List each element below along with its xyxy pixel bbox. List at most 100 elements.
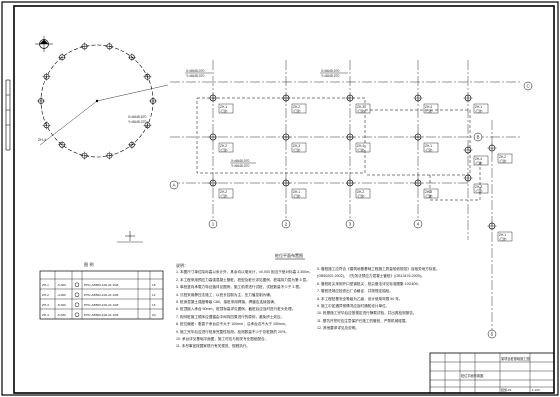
pile-group-tag: ZH-2 [357, 190, 364, 194]
pile-group-tag: ZH-1 [425, 144, 432, 148]
axis-label-a: A [173, 183, 176, 188]
title-block-project: 某项目桩基础施工图 [501, 356, 530, 361]
legend-pile-icon [74, 282, 80, 288]
title-block-drawing: 桩位平面布置图 [461, 373, 483, 378]
coord-label-2: Y=6645.070 [186, 74, 204, 78]
legend-cell: PHC-AB500-100-24 10/8 [84, 313, 119, 317]
note-left-line: 1. 本图尺寸单位除标高以米计外，其余均以毫米计，±0.000 相当于绝对标高 … [176, 270, 313, 275]
note-left-line: 6. 桩顶嵌入承台 50mm，桩顶标高详见图例，截桩后应及时进行桩头处理。 [176, 307, 296, 312]
north-arrow-icon [35, 36, 53, 52]
legend-cell: -4.000 [57, 293, 66, 297]
pile-cap-note: (已建) [500, 237, 507, 241]
axis-label-4: 4 [417, 222, 420, 227]
tank-pile-icon [58, 140, 67, 149]
pile-group-tag: ZH-4 [357, 144, 364, 148]
note-right-line: 5. 管桩施工应符合《建筑地基基础工程施工质量验收规范》及相关地方标准。 [317, 267, 440, 271]
coord-label-1: X=6645.070 [186, 69, 204, 73]
pile-group-icon: ZH-3(已建) [345, 93, 371, 114]
pile-cap-note: (已建) [294, 109, 301, 113]
plan-title: 桩位平面布置图 [275, 252, 303, 258]
note-right-line: (GB50202-2002)、《先张法预应力混凝土管桩》(GB13476-200… [317, 274, 425, 279]
pile-group-icon: ZH-3(已建) [281, 132, 307, 153]
pile-group-tag: ZH-2 [293, 105, 300, 109]
tank-pile-icon [127, 53, 136, 62]
legend-pile-icon [74, 312, 80, 318]
pile-cap-note: (已建) [221, 148, 228, 152]
pile-group-icon: ZH-3(已建) [413, 178, 439, 199]
note-left-line: 10. 承台详见基础平面图，施工时应与相关专业图纸配合。 [176, 337, 269, 342]
tank-coord-label: X=6645.670 [128, 115, 146, 119]
legend-cell: PHC-AB500-100-24 10/8 [84, 283, 119, 287]
title-block-number: 结施-01 [501, 387, 512, 392]
note-right-line: 6. 管桩桩尖采用开口型钢桩尖，桩尖做法详见标准图集 10G409。 [317, 281, 422, 286]
pile-group-tag: ZH-1 [293, 190, 300, 194]
note-right-line: 11. 基坑开挖时应注意保护已施工的管桩，严禁机械碰撞。 [317, 318, 409, 323]
pile-group-icon: ZH-4(已建) [413, 93, 439, 114]
inner-border [13, 5, 555, 394]
pile-cap-note: (已建) [476, 109, 483, 113]
pile-groups: ZH-1(已建)ZH-2(已建)ZH-3(已建)ZH-4(已建)ZH-1(已建)… [208, 93, 513, 242]
tank-pile-ring [37, 42, 157, 160]
legend-cell: -5.000 [57, 303, 66, 307]
tank-pile-tag: ZH-4 [38, 138, 46, 142]
axis-label-2: 2 [285, 222, 288, 227]
tank-pile-icon [80, 151, 89, 160]
note-left-line: 9. 施工完毕后应进行桩身完整性检测，检测数量不少于总桩数的 20%。 [176, 329, 289, 334]
note-right-line: 10. 桩基施工完毕后应按规定进行静载试验，并出具检测报告。 [317, 311, 417, 316]
tank-pile-icon [127, 140, 136, 149]
pile-group-tag: ZH-1 [499, 233, 506, 237]
pile-group-icon: ZH-1(已建) [208, 93, 234, 114]
coord-label-3: X=6645.070 [321, 69, 339, 73]
pile-cap-note: (已建) [358, 148, 365, 152]
title-block-scale: 1:100 [532, 388, 540, 392]
tank-pile-icon [42, 72, 51, 81]
pile-group-tag: ZH-2 [220, 190, 227, 194]
axis-bubbles: A C B 1 2 3 4 5 [169, 81, 533, 339]
survey-cross-icon [117, 231, 143, 243]
tank-pile-icon [149, 97, 157, 105]
pile-group-tag: ZH-4 [475, 157, 482, 161]
axis-label-b: B [477, 135, 480, 140]
pile-cap-note: (已建) [500, 159, 507, 163]
notes-left: 说明： 1. 本图尺寸单位除标高以米计外，其余均以毫米计，±0.000 相当于绝… [176, 262, 313, 351]
pile-group-tag: ZH-3 [293, 144, 300, 148]
pile-cap-note: (已建) [358, 109, 365, 113]
pile-cap-note: (已建) [294, 194, 301, 198]
pile-cap-note: (已建) [358, 194, 365, 198]
tank-center-lines [39, 84, 169, 146]
pile-cap-note: (已建) [426, 148, 433, 152]
legend-cell: ZH-1 [42, 283, 49, 287]
coord-label-4: Y=6645.070 [321, 74, 339, 78]
legend-cell: 16 [152, 303, 156, 307]
pile-group-tag: ZH-3 [425, 190, 432, 194]
coord-callouts: X=6645.070 Y=6645.070 X=6645.070 Y=6645.… [185, 69, 348, 168]
legend-pile-icon [74, 292, 80, 298]
legend-cell: ZH-3 [42, 303, 49, 307]
note-right-line: 9. 施工中如遇异常情况应及时通知设计单位。 [317, 304, 390, 309]
tank-pile-icon [105, 151, 114, 160]
pile-cap-note: (已建) [476, 189, 483, 193]
legend-cell: -5.000 [57, 283, 66, 287]
pile-group-icon: ZH-2(已建) [345, 178, 371, 199]
pile-group-icon: ZH-2(已建) [208, 178, 234, 199]
pile-group-tag: ZH-2 [220, 144, 227, 148]
legend-cell: ZH-4 [42, 313, 49, 317]
axis-label-3: 3 [349, 222, 352, 227]
legend-cell: ZH-2 [42, 293, 49, 297]
pile-group-icon: ZH-2(已建) [281, 93, 307, 114]
note-right-line: 8. 本工程桩基安全等级为乙级，设计使用年限 50 年。 [317, 296, 403, 301]
note-left-line: 7. 相邻桩施工顺序应遵循由中间向四周进行的原则，避免挤土效应。 [176, 314, 285, 319]
notes-left-header: 说明： [176, 263, 188, 268]
pile-cap-note: (已建) [294, 148, 301, 152]
tank-pile-icon [37, 97, 45, 105]
pile-group-tag: ZH-3 [475, 185, 482, 189]
legend-title: 图 例 [84, 261, 94, 268]
axis-label-1: 1 [212, 222, 215, 227]
axis-label-c: C [527, 84, 531, 89]
note-left-line: 5. 桩身混凝土强度等级 C80，接桩采用焊接，焊缝应连续饱满。 [176, 300, 278, 305]
pile-group-tag: ZH-1 [220, 105, 227, 109]
note-left-line: 11. 未尽事宜按国家现行有关规范、规程执行。 [176, 344, 251, 349]
